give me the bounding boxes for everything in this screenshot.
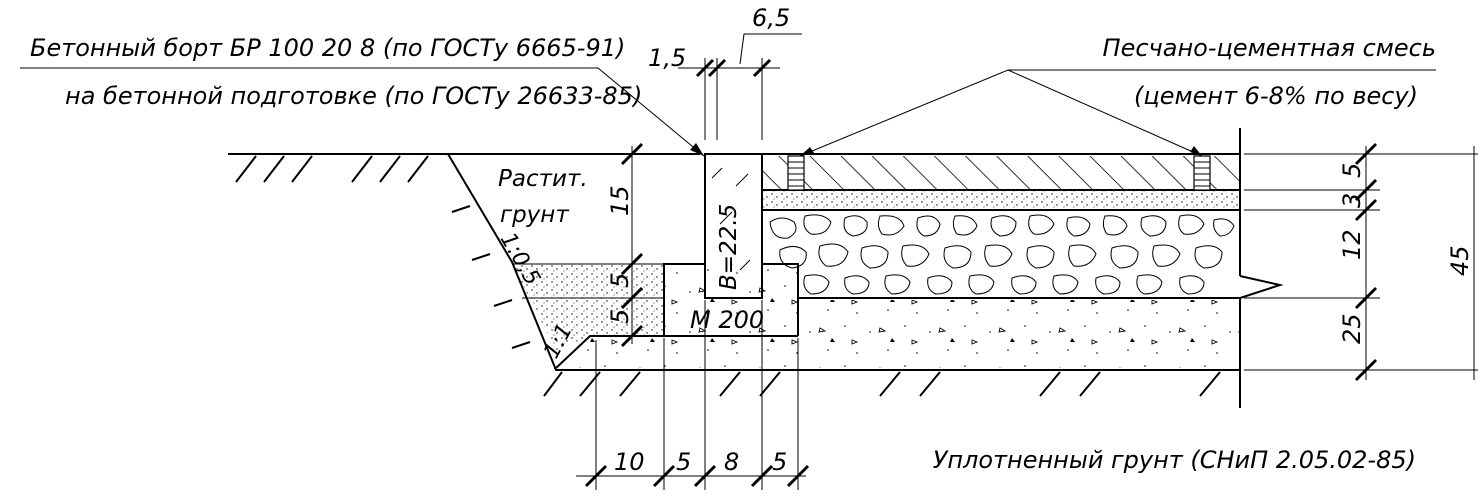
- left-dimension-chain: [620, 142, 644, 348]
- dim-left-5a: 5: [606, 273, 634, 288]
- concrete-curb: [704, 153, 763, 299]
- dim-bottom-8: 8: [724, 448, 739, 476]
- top-dimension: [678, 33, 802, 140]
- dim-top-6-5: 6,5: [752, 4, 790, 32]
- expansion-joint-right: [1193, 155, 1211, 191]
- right-dimension-chain: [1244, 142, 1478, 382]
- crushed-stone-layer: [769, 214, 1240, 299]
- concrete-base-layer: [798, 300, 1240, 368]
- curb-callout-line1: Бетонный борт БР 100 20 8 (по ГОСТу 6665…: [30, 34, 625, 62]
- dim-bottom-10: 10: [614, 448, 645, 476]
- mix-callout-line1: Песчано-цементная смесь: [1103, 34, 1436, 62]
- concrete-grade-label: М 200: [690, 306, 764, 334]
- topsoil-label-line2: грунт: [500, 202, 569, 228]
- expansion-joint-left: [787, 155, 805, 191]
- sand-cement-layer: [762, 190, 1240, 210]
- bottom-dimension-chain: [576, 300, 810, 490]
- dim-right-12: 12: [1338, 229, 1366, 260]
- pavement-layers: [762, 128, 1284, 408]
- curb-assembly: [512, 153, 1211, 369]
- section-break: [1239, 128, 1284, 408]
- dim-top-1-5: 1,5: [648, 44, 686, 72]
- sand-bed: [512, 264, 664, 350]
- asphalt-layer: [762, 156, 1240, 190]
- trench-outline: [447, 153, 1240, 397]
- dim-right-25: 25: [1338, 313, 1366, 344]
- mix-callout-line2: (цемент 6-8% по весу): [1134, 82, 1418, 110]
- labels: Бетонный борт БР 100 20 8 (по ГОСТу 6665…: [30, 4, 1474, 476]
- slope-upper-label: 1:0,5: [495, 229, 545, 290]
- leader-lines: [20, 67, 1436, 157]
- dim-bottom-5a: 5: [676, 448, 691, 476]
- dim-right-3: 3: [1338, 193, 1366, 208]
- ground-surface: [228, 153, 1240, 183]
- dim-left-15: 15: [606, 185, 634, 216]
- curb-callout-line2: на бетонной подготовке (по ГОСТу 26633-8…: [65, 82, 642, 110]
- concrete-footing: [556, 264, 798, 368]
- dim-left-5b: 5: [606, 309, 634, 324]
- compacted-soil-label: Уплотненный грунт (СНиП 2.05.02-85): [933, 446, 1416, 474]
- dim-bottom-5b: 5: [772, 448, 787, 476]
- topsoil-label-line1: Растит.: [498, 166, 588, 192]
- curb-height-label: В=22.5: [716, 204, 742, 290]
- dim-right-5: 5: [1338, 163, 1366, 178]
- dim-total-45: 45: [1446, 245, 1474, 276]
